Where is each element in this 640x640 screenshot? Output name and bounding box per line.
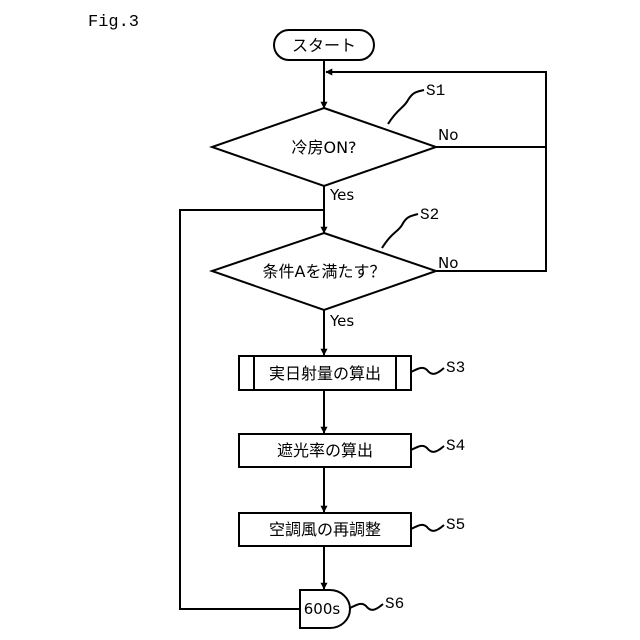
leader-s4: [411, 446, 444, 452]
loop-s2-no: [436, 147, 546, 271]
leader-s5: [411, 525, 444, 531]
start-label: スタート: [292, 36, 356, 55]
decision-s2-no-label: No: [438, 254, 458, 272]
decision-s1-yes-label: Yes: [329, 186, 354, 204]
decision-s2-text: 条件Aを満たす？: [263, 262, 386, 281]
leader-s6: [350, 604, 383, 610]
step-id-s5: S5: [446, 516, 465, 534]
leader-s3: [411, 368, 444, 374]
delay-s6-text: 600s: [304, 600, 341, 618]
figure-label: Fig.3: [88, 13, 139, 32]
decision-s1-text: 冷房ON?: [291, 138, 356, 157]
step-id-s1: S1: [426, 82, 445, 100]
step-id-s4: S4: [446, 437, 465, 455]
step-id-s6: S6: [385, 595, 404, 613]
leader-s1: [388, 90, 424, 124]
process-s4-text: 遮光率の算出: [277, 441, 373, 460]
process-s5-text: 空調風の再調整: [269, 520, 381, 539]
decision-s1-no-label: No: [438, 126, 458, 144]
step-id-s3: S3: [446, 359, 465, 377]
process-s3-text: 実日射量の算出: [269, 364, 381, 383]
leader-s2: [382, 214, 418, 248]
decision-s2-yes-label: Yes: [329, 312, 354, 330]
step-id-s2: S2: [420, 206, 439, 224]
